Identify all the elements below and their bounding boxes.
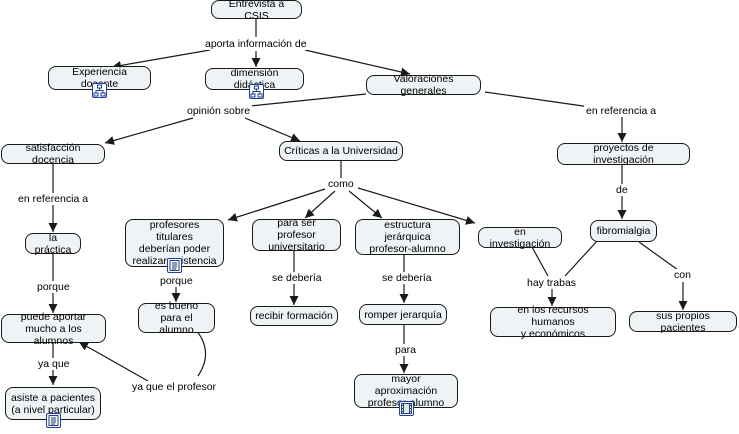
link-en-referencia-practica: en referencia a [16, 193, 91, 205]
concept-proyectos-investigacion[interactable]: proyectos de investigación [557, 142, 690, 166]
concept-map-icon[interactable] [92, 83, 107, 98]
link-se-deberia-formacion: se debería [270, 272, 324, 284]
link-hay-trabas: hay trabas [525, 277, 579, 289]
document-icon[interactable] [167, 258, 182, 273]
document-icon[interactable] [46, 413, 61, 428]
link-en-referencia-proyectos: en referencia a [584, 105, 659, 117]
concept-en-investigacion[interactable]: en investigación [478, 226, 562, 250]
concept-es-bueno[interactable]: es bueno para el alumno [138, 300, 215, 336]
concept-map-icon[interactable] [249, 84, 264, 99]
link-porque-titulares: porque [158, 275, 195, 287]
concept-estructura-jerarquica[interactable]: estructura jerárquica profesor-alumno [355, 219, 460, 255]
link-opinion-sobre: opinión sobre [185, 105, 253, 117]
concept-romper-jerarquia[interactable]: romper jerarquía [359, 304, 447, 325]
concept-dimension-didactica[interactable]: dimensión didáctica [205, 67, 304, 91]
concept-recibir-formacion[interactable]: recibir formación [250, 306, 338, 326]
video-icon[interactable] [399, 401, 414, 416]
link-con: con [672, 269, 693, 281]
link-para: para [393, 344, 419, 356]
link-como: como [326, 178, 356, 190]
link-se-deberia-romper: se debería [380, 272, 434, 284]
concept-puede-aportar[interactable]: puede aportar mucho a los alumnos [1, 311, 106, 347]
concept-valoraciones-generales[interactable]: Valoraciones generales [366, 73, 481, 97]
concept-satisfaccion-docencia[interactable]: satisfacción docencia [1, 142, 105, 166]
concept-criticas-universidad[interactable]: Críticas a la Universidad [279, 141, 403, 161]
concept-entrevista[interactable]: Entrevista a CSIS [211, 0, 302, 22]
concept-sus-propios-pacientes[interactable]: sus propios pacientes [629, 310, 737, 334]
concept-fibromialgia[interactable]: fibromialgia [590, 220, 657, 242]
link-de: de [614, 184, 630, 196]
concept-la-practica[interactable]: la práctica [25, 232, 81, 256]
concept-recursos[interactable]: en los recursos humanos y económicos [490, 304, 616, 340]
link-ya-que-el-profesor: ya que el profesor [130, 381, 219, 393]
link-aporta-informacion: aporta información de [203, 38, 309, 50]
link-porque-practica: porque [35, 281, 72, 293]
link-ya-que: ya que [36, 358, 72, 370]
concept-ser-profesor[interactable]: para ser profesor universitario [252, 217, 341, 253]
